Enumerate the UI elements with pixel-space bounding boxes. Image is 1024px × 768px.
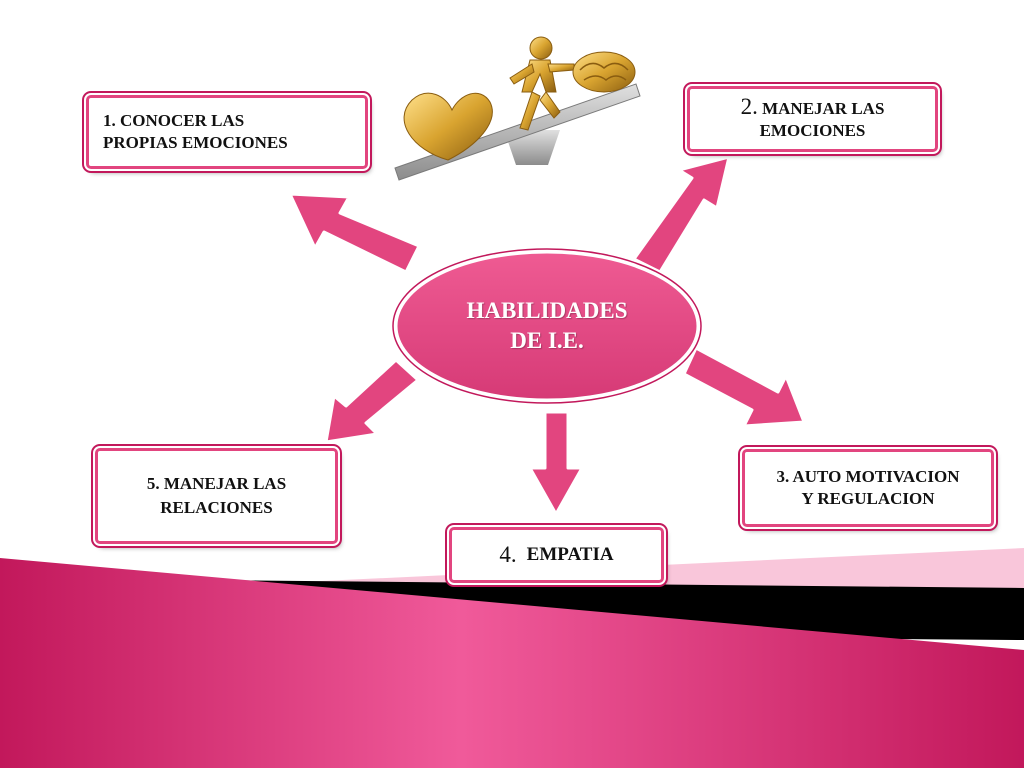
arrow-to-box3: [682, 346, 806, 428]
box5-line1: 5. MANEJAR LAS: [146, 474, 287, 493]
box4-number: 4.: [499, 542, 517, 567]
box2-line1: 2. MANEJAR LAS: [740, 94, 885, 120]
center-title-line2: DE I.E.: [510, 328, 584, 353]
arrow-to-box1: [288, 192, 421, 274]
arrow-to-box2: [632, 155, 731, 274]
center-title: HABILIDADES DE I.E.: [402, 296, 692, 356]
box-empatia: 4. EMPATIA: [449, 527, 664, 583]
heart-brain-seesaw-illustration: [394, 36, 641, 181]
center-title-line1: HABILIDADES: [466, 298, 628, 323]
box1-line1: 1. CONOCER LAS: [103, 111, 245, 130]
box3-line1: 3. AUTO MOTIVACION: [776, 467, 960, 486]
center-oval: [394, 250, 700, 402]
gold-heart-icon: [403, 92, 493, 161]
gold-brain-icon: [572, 51, 636, 93]
magenta-band: [0, 558, 1024, 768]
arrow-to-box5: [324, 358, 420, 444]
box-manejar-emociones: 2. MANEJAR LAS EMOCIONES: [687, 86, 938, 152]
box1-line2: PROPIAS EMOCIONES: [103, 133, 288, 152]
box5-line2: RELACIONES: [160, 498, 273, 517]
box-manejar-relaciones: 5. MANEJAR LAS RELACIONES: [95, 448, 338, 544]
box3-line2: Y REGULACION: [801, 489, 935, 508]
box-auto-motivacion: 3. AUTO MOTIVACION Y REGULACION: [742, 449, 994, 527]
box2-line2: EMOCIONES: [759, 121, 866, 140]
arrow-to-box4: [528, 410, 584, 516]
box4-label: EMPATIA: [526, 544, 614, 565]
box-conocer-emociones: 1. CONOCER LAS PROPIAS EMOCIONES: [86, 95, 368, 169]
box2-text-line1: MANEJAR LAS: [762, 99, 885, 118]
box2-number: 2.: [740, 94, 758, 119]
